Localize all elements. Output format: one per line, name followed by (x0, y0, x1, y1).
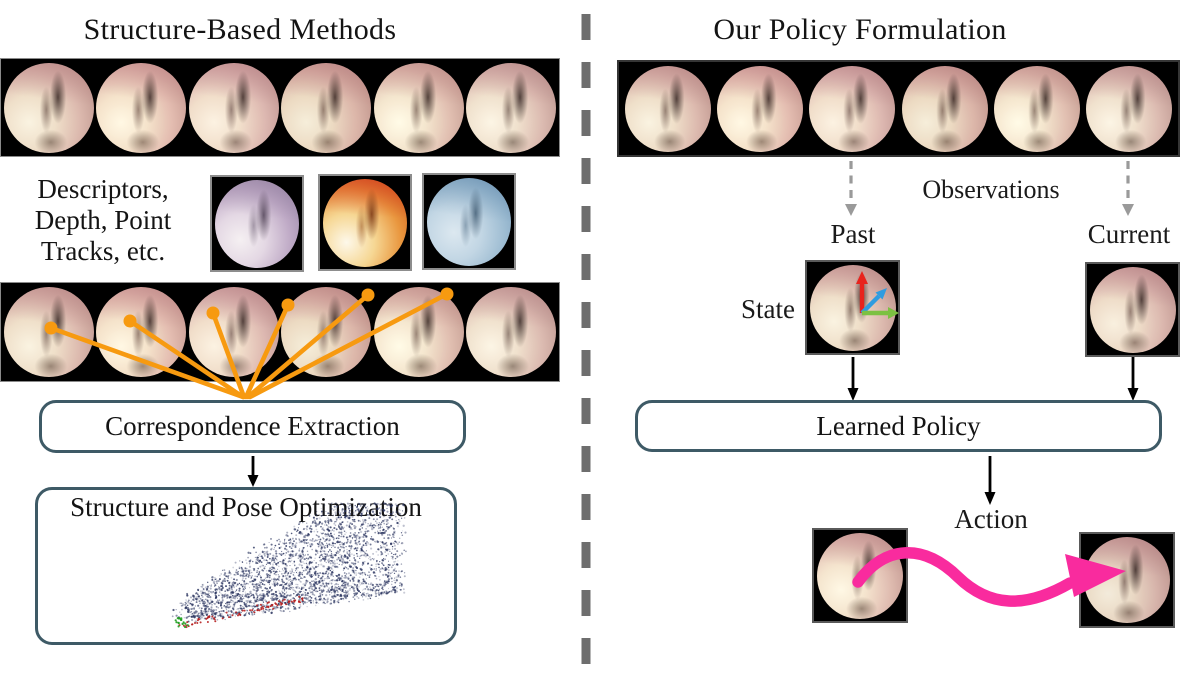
endoscopy-frame (281, 62, 372, 153)
structure-pose-optimization-box: Structure and Pose Optimization (35, 487, 457, 645)
arrow-down-icon (247, 456, 259, 487)
panel-divider-dashed-line (581, 14, 591, 680)
endoscopy-frame (466, 62, 557, 153)
endoscopy-frame (625, 65, 712, 152)
right-image-strip (617, 60, 1180, 157)
descriptor-image-orange (318, 174, 412, 271)
descriptor-image-purple (210, 175, 304, 272)
endoscopy-frame (3, 62, 94, 153)
current-label: Current (1087, 219, 1171, 249)
endoscopy-frame (96, 62, 187, 153)
descriptors-caption: Descriptors, Depth, Point Tracks, etc. (5, 174, 201, 267)
endoscopy-frame (901, 65, 988, 152)
endoscopy-frame (1085, 65, 1172, 152)
descriptor-circle-blue (427, 177, 511, 266)
learned-policy-box: Learned Policy (635, 400, 1162, 452)
correspondence-extraction-label: Correspondence Extraction (105, 411, 400, 441)
endoscopy-frame (809, 264, 896, 351)
dashed-arrow-down-icon (845, 161, 857, 216)
learned-policy-label: Learned Policy (816, 410, 981, 441)
action-label: Action (954, 504, 1028, 534)
arrow-down-icon (1127, 357, 1139, 401)
endoscopy-frame (993, 65, 1080, 152)
descriptors-caption-line: Descriptors, (37, 174, 169, 204)
action-arrow-icon (852, 547, 1126, 607)
dashed-arrow-down-icon (1122, 161, 1134, 216)
left-image-strip-bottom (0, 282, 560, 382)
correspondence-extraction-box: Correspondence Extraction (39, 400, 466, 453)
past-label: Past (830, 219, 876, 249)
descriptor-circle-orange (323, 178, 407, 267)
left-image-strip-top (0, 58, 560, 157)
endoscopy-frame (466, 287, 557, 377)
arrow-down-icon (984, 456, 996, 505)
past-state-image (805, 260, 900, 355)
endoscopy-frame (809, 65, 896, 152)
arrow-down-icon (847, 357, 859, 401)
descriptor-circle-purple (215, 179, 299, 268)
left-panel-title: Structure-Based Methods (83, 13, 397, 46)
right-panel-title: Our Policy Formulation (713, 13, 1007, 46)
endoscopy-frame (373, 62, 464, 153)
endoscopy-frame (717, 65, 804, 152)
endoscopy-frame (188, 62, 279, 153)
current-observation-image (1085, 262, 1180, 357)
descriptors-caption-line: Tracks, etc. (40, 236, 166, 266)
structure-pose-optimization-label: Structure and Pose Optimization (70, 492, 422, 522)
pose-axes-icon (856, 271, 899, 319)
state-label: State (741, 294, 795, 324)
descriptor-image-blue (422, 173, 516, 270)
observations-label: Observations (922, 175, 1060, 204)
endoscopy-frame (373, 287, 464, 377)
descriptors-caption-line: Depth, Point (34, 205, 172, 235)
endoscopy-frame (1089, 266, 1176, 353)
correspondence-lines-icon (44, 287, 454, 400)
